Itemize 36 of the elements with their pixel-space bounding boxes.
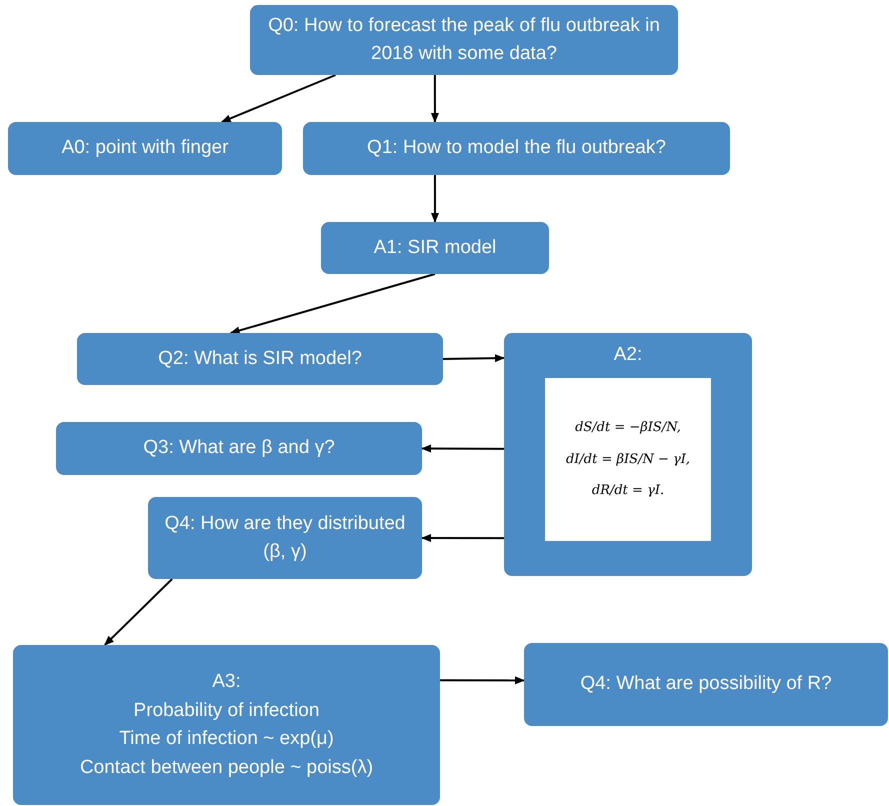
box-text: Q2: What is SIR model? — [158, 346, 362, 371]
arrow — [440, 676, 525, 684]
rounded-box — [303, 122, 730, 175]
box-text: Q3: What are β and γ? — [143, 436, 335, 460]
arrow — [430, 75, 439, 123]
arrow — [230, 273, 436, 334]
rounded-box — [524, 643, 888, 726]
box-text: Q4: How are they distributed (β, γ) — [164, 512, 406, 564]
rounded-box — [148, 497, 422, 579]
equation: dI/dt = βIS/N − γI, — [564, 450, 692, 469]
rounded-box — [8, 122, 282, 175]
arrow — [442, 354, 505, 362]
arrow — [220, 74, 336, 123]
equation: dR/dt = γI. — [590, 482, 666, 500]
rounded-box — [13, 645, 440, 805]
box-text: Q1: How to model the flu outbreak? — [367, 136, 666, 160]
arrow — [421, 534, 504, 542]
box-text: A3: — [212, 670, 241, 694]
box-text: Time of infection ~ exp(μ) — [119, 727, 334, 751]
equation-panel — [545, 378, 711, 541]
box-text: A2: — [614, 343, 642, 367]
box-text: A0: point with finger — [62, 136, 228, 160]
arrow — [104, 578, 173, 646]
box-text: Q4: What are possibility of R? — [580, 672, 832, 696]
box-text: Q0: How to forecast the peak of flu outbreak in 2018 with some data? — [267, 14, 661, 66]
rounded-box — [321, 222, 549, 274]
box-text: Contact between people ~ poiss(λ) — [80, 756, 374, 780]
arrow — [431, 175, 439, 223]
box-text: Probability of infection — [134, 698, 320, 722]
box-text: A1: SIR model — [374, 236, 496, 260]
rounded-box — [77, 333, 443, 385]
equation: dS/dt = −βIS/N, — [574, 419, 682, 438]
arrow — [421, 444, 504, 453]
rounded-box — [504, 333, 752, 576]
rounded-box — [250, 5, 678, 75]
rounded-box — [56, 422, 422, 475]
